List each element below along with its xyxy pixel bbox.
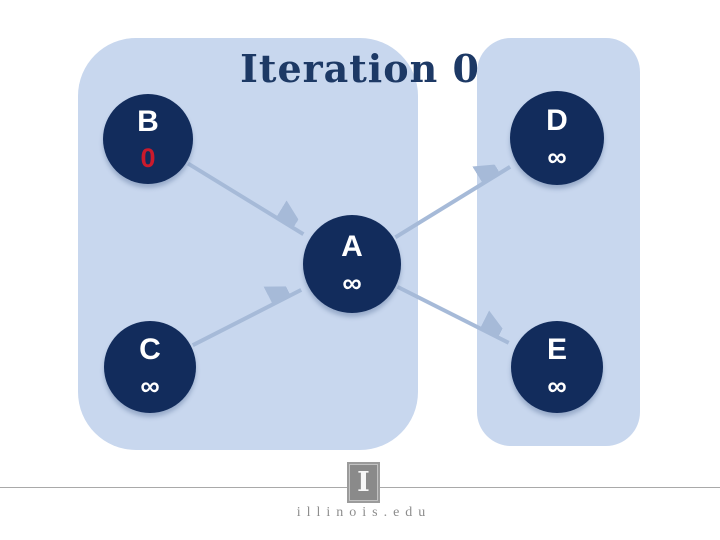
illinois-logo-letter: I (357, 467, 370, 498)
graph-node-A: A∞ (303, 215, 401, 313)
node-value-C: ∞ (140, 370, 160, 401)
node-value-A: ∞ (342, 267, 362, 298)
footer-domain: illinois.edu (296, 505, 432, 520)
node-value-D: ∞ (547, 141, 567, 172)
node-value-E: ∞ (547, 370, 567, 401)
node-label-B: B (137, 104, 159, 138)
node-label-E: E (546, 332, 567, 366)
node-label-C: C (139, 332, 161, 366)
node-label-A: A (341, 229, 363, 263)
node-value-B: 0 (140, 142, 156, 173)
graph-node-D: D∞ (510, 91, 604, 185)
slide-title: Iteration 0 (240, 46, 480, 91)
node-label-D: D (546, 103, 568, 137)
graph-node-E: E∞ (511, 321, 603, 413)
graph-node-C: C∞ (104, 321, 196, 413)
illinois-logo: I (347, 462, 380, 503)
